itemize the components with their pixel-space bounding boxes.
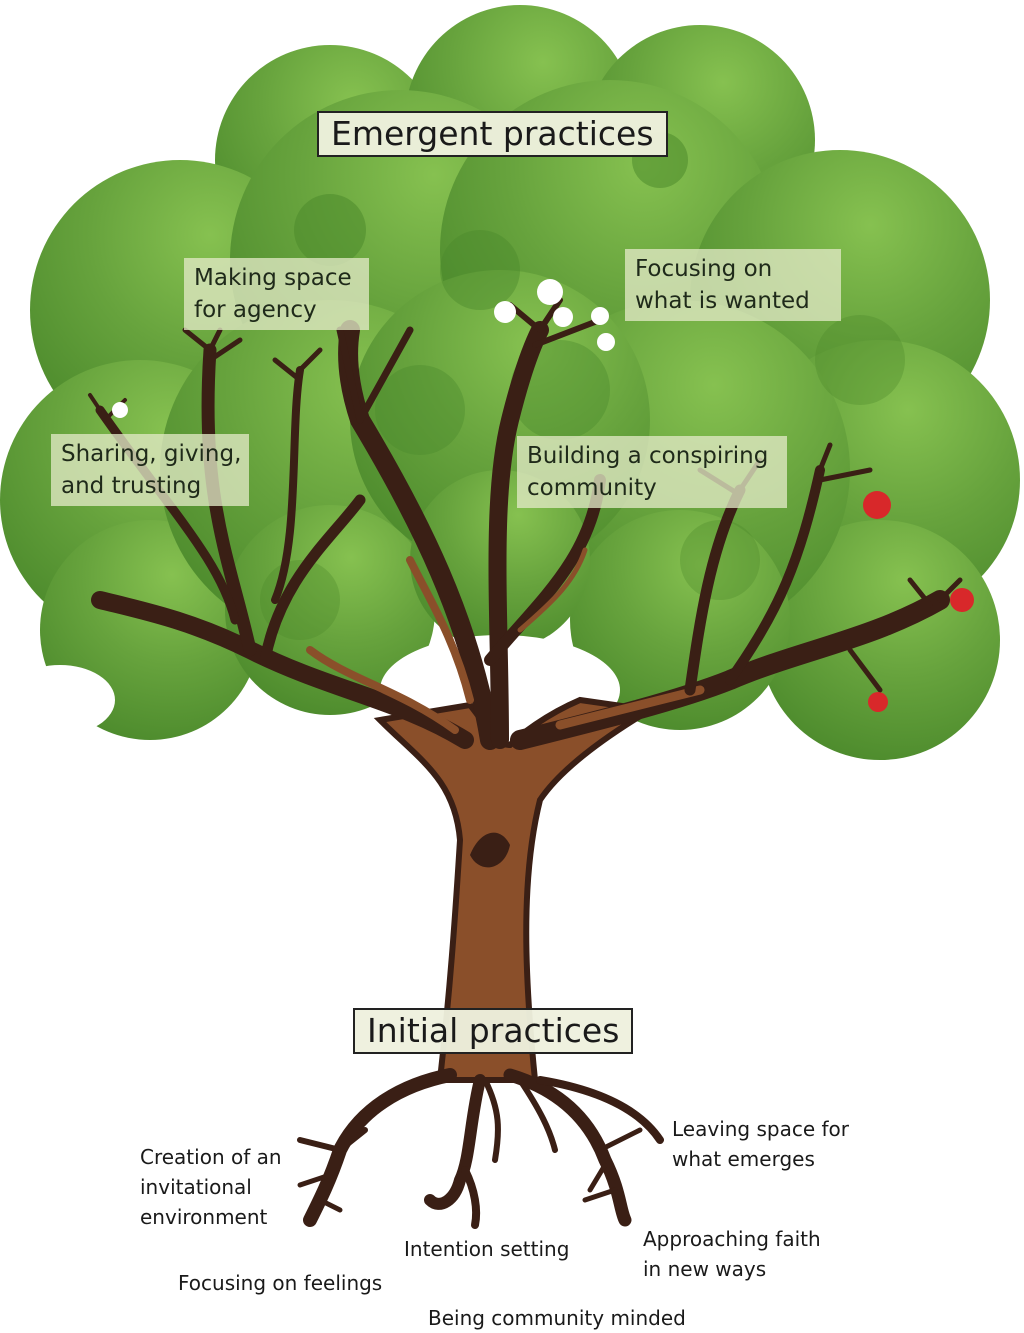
root-approaching-faith-in-new-ways: Approaching faith in new ways (643, 1224, 821, 1284)
root-line: Intention setting (404, 1237, 570, 1261)
root-line: Approaching faith (643, 1227, 821, 1251)
practice-making-space-for-agency: Making space for agency (184, 258, 369, 330)
practice-line: and trusting (61, 473, 202, 499)
practice-building-a-conspiring-community: Building a conspiring community (517, 436, 787, 508)
tree-roots (297, 1068, 664, 1229)
apples (863, 491, 974, 712)
root-line: in new ways (643, 1257, 767, 1281)
practice-line: for agency (194, 297, 317, 323)
root-focusing-on-feelings: Focusing on feelings (178, 1268, 382, 1298)
practice-line: what is wanted (635, 288, 810, 314)
practice-line: Focusing on (635, 256, 773, 282)
initial-practices-title: Initial practices (353, 1008, 634, 1054)
root-line: Being community minded (428, 1306, 686, 1330)
practice-line: Making space (194, 265, 352, 291)
blossoms (112, 279, 615, 418)
practice-focusing-on-what-is-wanted: Focusing on what is wanted (625, 249, 841, 321)
root-line: what emerges (672, 1147, 815, 1171)
practice-sharing-giving-and-trusting: Sharing, giving, and trusting (51, 434, 249, 506)
root-line: invitational (140, 1175, 252, 1199)
practice-line: Sharing, giving, (61, 441, 242, 467)
root-leaving-space-for-what-emerges: Leaving space for what emerges (672, 1114, 849, 1174)
root-intention-setting: Intention setting (404, 1234, 569, 1264)
emergent-practices-title: Emergent practices (317, 111, 668, 157)
root-line: Focusing on feelings (178, 1271, 383, 1295)
practice-line: community (527, 475, 657, 501)
root-creation-of-invitational-environment: Creation of an invitational environment (140, 1142, 282, 1232)
practice-line: Building a conspiring (527, 443, 769, 469)
root-line: Leaving space for (672, 1117, 850, 1141)
root-line: Creation of an (140, 1145, 282, 1169)
root-being-community-minded: Being community minded (428, 1303, 686, 1333)
root-line: environment (140, 1205, 268, 1229)
tree-branches (88, 297, 963, 750)
